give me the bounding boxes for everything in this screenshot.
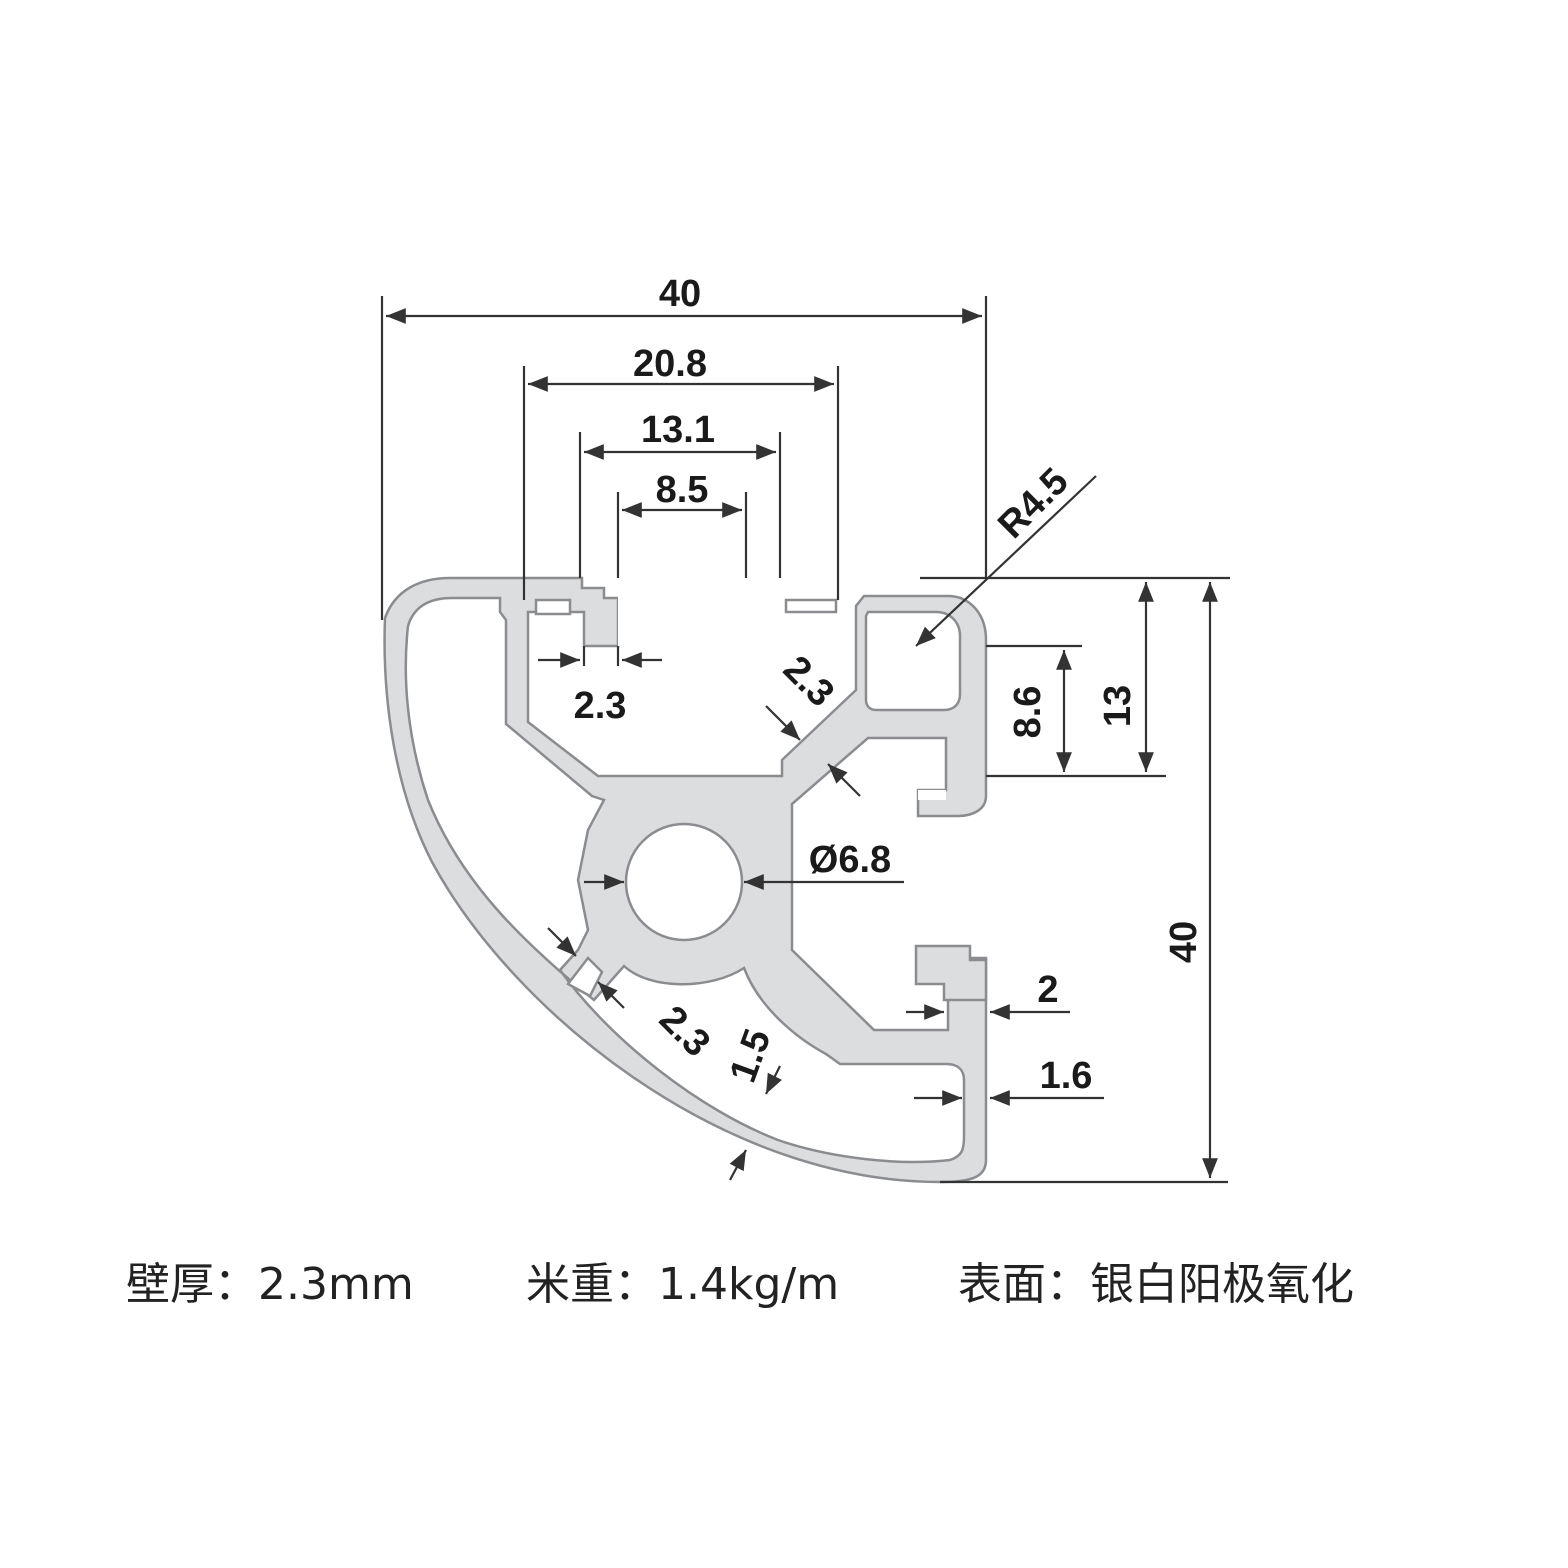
dim-top-slot: 13.1 [641, 409, 715, 451]
dim-lip-top: 2.3 [574, 685, 627, 727]
spec-wall-thickness: 壁厚2.3mm [126, 1248, 414, 1312]
spec-weight: 米重1.4kg/m [526, 1248, 839, 1312]
arc-channel [404, 596, 966, 1164]
dim-hole-dia: Ø6.8 [809, 839, 891, 881]
dim-right-outer: 13 [1097, 685, 1139, 727]
top-left-pocket [534, 598, 572, 616]
right-lower-lip [914, 944, 988, 1002]
spec-line: 壁厚2.3mm 米重1.4kg/m 表面银白阳极氧化 [0, 1248, 1568, 1318]
aluminium-profile [383, 576, 988, 1184]
corner-cavity [864, 610, 962, 712]
dim-line-arc-wall [765, 1065, 782, 1095]
spec-value: 1.4kg/m [658, 1259, 840, 1310]
top-right-pocket [784, 598, 838, 614]
lower-rib-slot [566, 956, 604, 998]
dim-diag-inner: 2.3 [775, 648, 842, 715]
center-hole [624, 822, 744, 942]
dim-line-radius [915, 475, 1097, 647]
spec-value: 银白阳极氧化 [1090, 1259, 1354, 1310]
spec-key: 米重 [526, 1259, 658, 1310]
dim-line-diag-inner [765, 705, 801, 741]
spec-surface: 表面银白阳极氧化 [958, 1248, 1354, 1312]
dimension-lines [386, 308, 1218, 1181]
dim-right-inner: 8.6 [1007, 686, 1049, 739]
dim-top-opening: 8.5 [656, 469, 709, 511]
spec-key: 表面 [958, 1259, 1090, 1310]
spec-value: 2.3mm [258, 1259, 414, 1310]
dim-top-outer-slot: 20.8 [633, 343, 707, 385]
dim-right-lip: 2 [1037, 969, 1058, 1011]
dim-right-total: 40 [1163, 921, 1205, 963]
spec-key: 壁厚 [126, 1259, 258, 1310]
right-slot-upper [918, 790, 946, 800]
dim-right-wall: 1.6 [1040, 1055, 1093, 1097]
top-slot-opening [618, 578, 746, 646]
dim-top-total: 40 [659, 273, 701, 315]
extension-lines [380, 296, 1230, 1184]
dim-line-rib [547, 927, 577, 957]
